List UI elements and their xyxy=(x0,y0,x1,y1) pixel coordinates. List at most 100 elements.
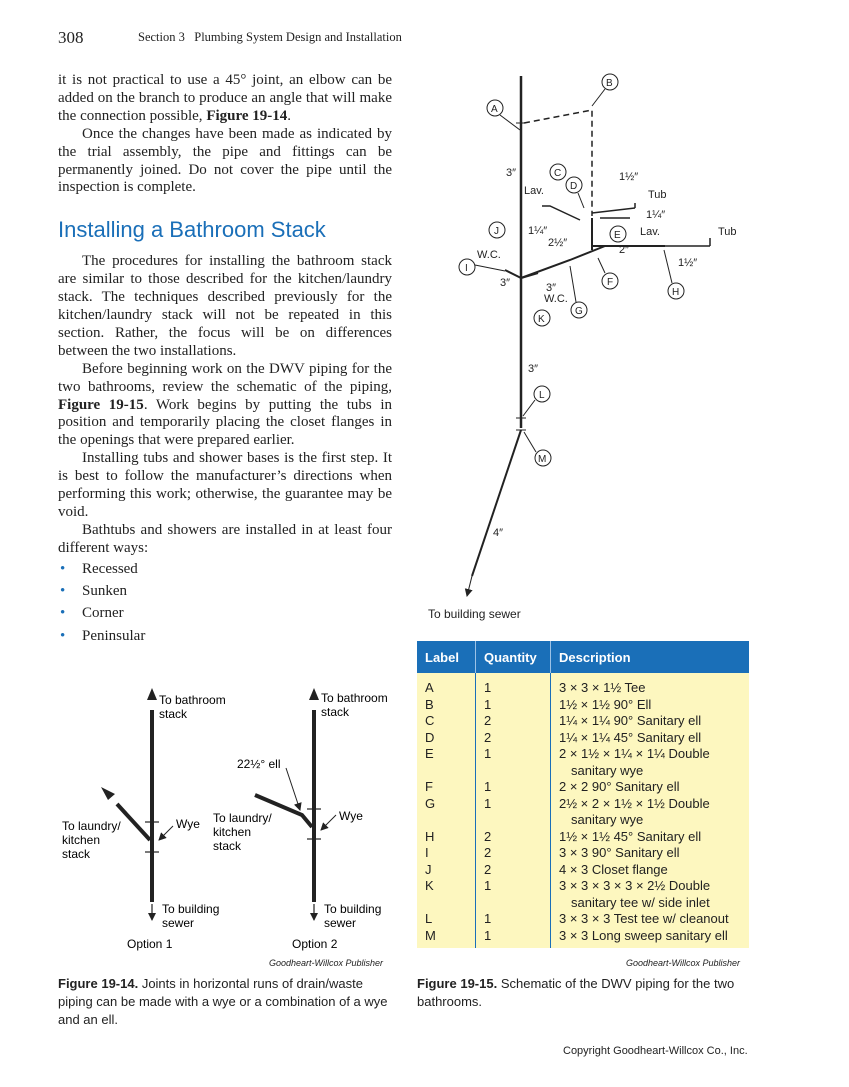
callout-M: M xyxy=(523,431,552,467)
quantity-cell: 2 xyxy=(475,828,551,845)
description-cell: 1¼ × 1¼ 90° Sanitary ell xyxy=(550,713,749,730)
svg-text:J: J xyxy=(494,226,499,237)
svg-text:K: K xyxy=(538,314,545,325)
size-label: 2½″ xyxy=(548,237,567,249)
label-to-sewer: To building xyxy=(162,902,219,916)
label-cell: M xyxy=(417,927,476,948)
svg-text:To laundry/: To laundry/ xyxy=(213,811,272,825)
svg-text:stack: stack xyxy=(159,707,188,721)
description-cell: 3 × 3 × 3 Test tee w/ cleanout xyxy=(550,911,749,928)
svg-text:sewer: sewer xyxy=(162,916,194,930)
callout-B: B xyxy=(591,73,619,107)
column-header: Description xyxy=(550,641,749,673)
label-cell: E xyxy=(417,746,476,779)
label-wye: Wye xyxy=(339,809,363,823)
callout-H: H xyxy=(663,249,685,300)
fixture-label: Lav. xyxy=(640,226,660,238)
svg-text:M: M xyxy=(538,454,546,465)
svg-text:E: E xyxy=(614,230,621,241)
figure-19-15-schematic: A B C D E F G H I J K L M 3″ 1½″ Lav. Tu… xyxy=(428,73,737,621)
svg-text:stack: stack xyxy=(321,705,350,719)
label-cell: C xyxy=(417,713,476,730)
callout-D: D xyxy=(565,176,585,209)
svg-text:B: B xyxy=(606,78,613,89)
quantity-cell: 1 xyxy=(475,911,551,928)
svg-text:F: F xyxy=(607,277,613,288)
label-ell: 22½° ell xyxy=(237,757,281,771)
branch-arrow xyxy=(101,787,115,800)
to-sewer-label: To building sewer xyxy=(428,607,521,621)
figure-ref: Figure 19-14 xyxy=(206,107,288,124)
size-label: 4″ xyxy=(493,527,503,539)
figure-credit: Goodheart-Willcox Publisher xyxy=(626,958,740,968)
svg-text:A: A xyxy=(491,104,498,115)
description-cell: 4 × 3 Closet flange xyxy=(550,861,749,878)
callout-J: J xyxy=(488,221,506,239)
svg-text:kitchen: kitchen xyxy=(213,825,251,839)
description-cell: 3 × 3 90° Sanitary ell xyxy=(550,845,749,862)
label-wye: Wye xyxy=(176,817,200,831)
callout-G: G xyxy=(569,265,588,319)
figure-caption: Figure 19-14. Joints in horizontal runs … xyxy=(58,976,388,1027)
svg-text:C: C xyxy=(554,168,561,179)
list-item: Corner xyxy=(58,602,392,625)
fixture-label: W.C. xyxy=(477,249,501,261)
label-cell: H xyxy=(417,828,476,845)
description-cell: 3 × 3 Long sweep sanitary ell xyxy=(550,927,749,948)
size-label: 1½″ xyxy=(678,257,697,269)
list-item: Recessed xyxy=(58,558,392,581)
size-label: 1¼″ xyxy=(528,225,547,237)
quantity-cell: 1 xyxy=(475,696,551,713)
page-number: 308 xyxy=(58,28,84,47)
paragraph: The procedures for installing the bathro… xyxy=(58,253,392,359)
column-header: Label xyxy=(417,641,476,673)
option-2-label: Option 2 xyxy=(292,937,338,951)
svg-text:To bathroom: To bathroom xyxy=(321,691,388,705)
size-label: 3″ xyxy=(500,277,510,289)
quantity-cell: 2 xyxy=(475,713,551,730)
quantity-cell: 1 xyxy=(475,927,551,948)
figure-caption: Figure 19-15. Schematic of the DWV pipin… xyxy=(417,976,735,1009)
size-label: 2″ xyxy=(619,244,629,256)
label-cell: J xyxy=(417,861,476,878)
label-cell: A xyxy=(417,673,476,697)
up-arrow xyxy=(309,688,319,700)
branch-pipe xyxy=(254,793,314,829)
callout-F: F xyxy=(597,257,619,290)
svg-text:I: I xyxy=(465,263,468,274)
up-arrow xyxy=(147,688,157,700)
quantity-cell: 1 xyxy=(475,878,551,911)
quantity-cell: 2 xyxy=(475,729,551,746)
size-label: 1¼″ xyxy=(646,209,665,221)
list-item: Sunken xyxy=(58,580,392,603)
fixture-label: W.C. xyxy=(544,293,568,305)
size-label: 1½″ xyxy=(619,171,638,183)
description-cell: 1½ × 1½ 45° Sanitary ell xyxy=(550,828,749,845)
description-cell: 2 × 2 90° Sanitary ell xyxy=(550,779,749,796)
quantity-cell: 1 xyxy=(475,779,551,796)
callout-I: I xyxy=(458,258,506,276)
list-item: Peninsular xyxy=(58,625,392,648)
sewer-pipe xyxy=(471,429,522,577)
paragraph: it is not practical to use a 45° joint, … xyxy=(58,72,392,124)
svg-text:L: L xyxy=(539,390,545,401)
label-cell: F xyxy=(417,779,476,796)
svg-text:stack: stack xyxy=(62,847,91,861)
table-header-row: Label Quantity Description xyxy=(417,641,749,673)
svg-text:kitchen: kitchen xyxy=(62,833,100,847)
label-cell: G xyxy=(417,795,476,829)
paragraph: Before beginning work on the DWV piping … xyxy=(58,360,393,449)
figure-19-14-diagram: To bathroom stack Wye To laundry/ kitche… xyxy=(62,688,388,951)
copyright-footer: Copyright Goodheart-Willcox Co., Inc. xyxy=(563,1045,748,1057)
fixture-label: Tub xyxy=(648,189,667,201)
